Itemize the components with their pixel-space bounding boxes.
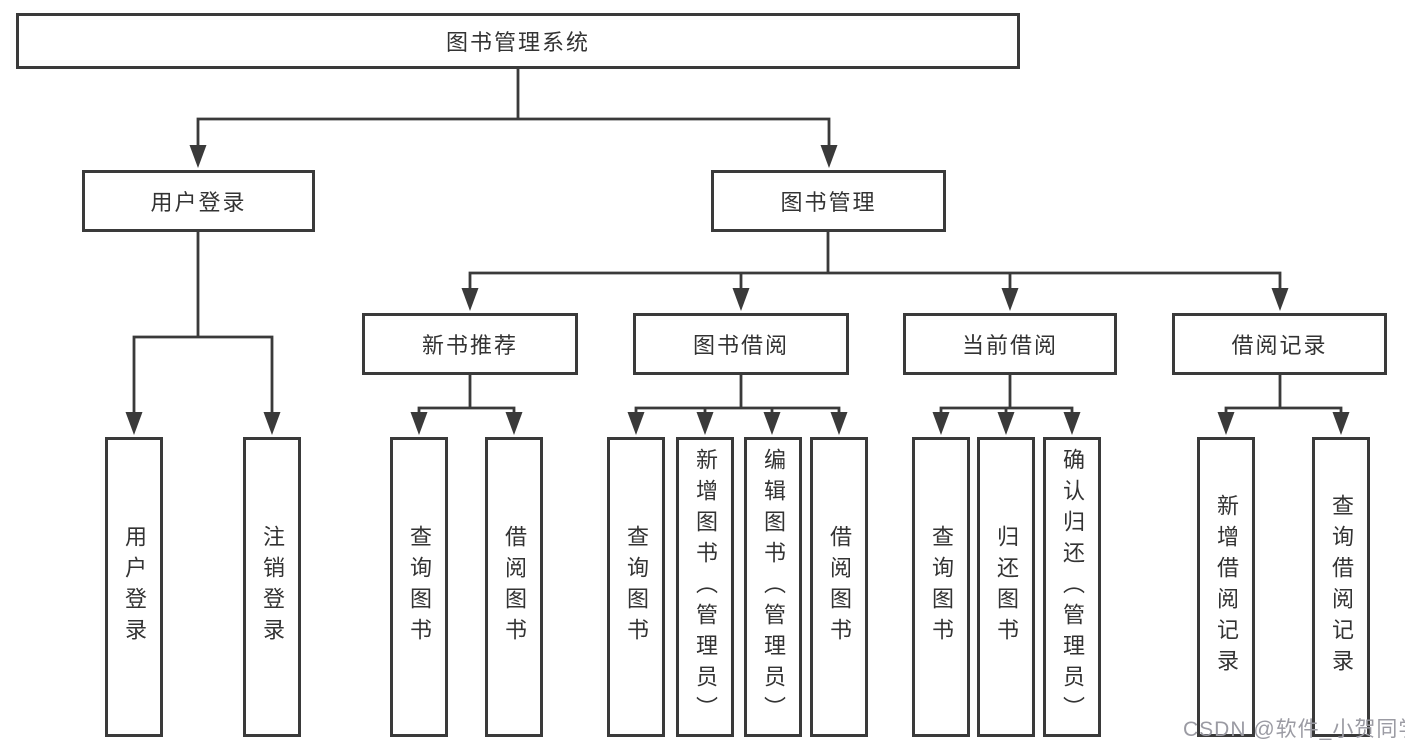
leaf-confirm-return-admin: 确认归还（管理员） [1043, 437, 1101, 737]
node-borrow-records: 借阅记录 [1172, 313, 1387, 375]
arrowhead-icon [189, 145, 207, 168]
leaf-label: 查询图书 [624, 525, 649, 649]
node-label: 用户登录 [150, 190, 247, 215]
arrowhead-icon [997, 412, 1015, 435]
leaf-user-login: 用户登录 [105, 437, 163, 737]
leaf-query-books-borrow: 查询图书 [607, 437, 665, 737]
arrowhead-icon [1001, 288, 1019, 311]
arrowhead-icon [1063, 412, 1081, 435]
arrowhead-icon [732, 288, 750, 311]
node-current-borrow: 当前借阅 [903, 313, 1117, 375]
arrowhead-icon [505, 412, 523, 435]
leaf-edit-books-admin: 编辑图书（管理员） [744, 437, 802, 737]
leaf-label: 新增借阅记录 [1214, 494, 1239, 680]
leaf-query-books-recommend: 查询图书 [390, 437, 448, 737]
node-label: 图书管理系统 [445, 30, 590, 55]
leaf-label: 借阅图书 [502, 525, 527, 649]
arrowhead-icon [1332, 412, 1350, 435]
leaf-label: 归还图书 [994, 525, 1019, 649]
arrowhead-icon [1271, 288, 1289, 311]
leaf-return-books: 归还图书 [977, 437, 1035, 737]
arrowhead-icon [932, 412, 950, 435]
arrowhead-icon [763, 412, 781, 435]
arrowhead-icon [627, 412, 645, 435]
node-label: 借阅记录 [1231, 333, 1328, 358]
leaf-logout-login: 注销登录 [243, 437, 301, 737]
node-label: 当前借阅 [961, 333, 1058, 358]
arrowhead-icon [1217, 412, 1235, 435]
leaf-label: 借阅图书 [827, 525, 852, 649]
arrowhead-icon [696, 412, 714, 435]
leaf-query-books-current: 查询图书 [912, 437, 970, 737]
leaf-label: 查询图书 [407, 525, 432, 649]
arrowhead-icon [461, 288, 479, 311]
leaf-borrow-books-recommend: 借阅图书 [485, 437, 543, 737]
arrowhead-icon [830, 412, 848, 435]
node-label: 图书管理 [780, 190, 877, 215]
csdn-watermark: CSDN @软件_小贺同学 [1183, 718, 1405, 741]
leaf-label: 用户登录 [122, 525, 147, 649]
node-root-library-system: 图书管理系统 [16, 13, 1020, 69]
leaf-query-borrow-record: 查询借阅记录 [1312, 437, 1370, 737]
leaf-label: 编辑图书（管理员） [761, 447, 786, 727]
arrowhead-icon [410, 412, 428, 435]
node-label: 图书借阅 [692, 333, 789, 358]
leaf-add-borrow-record: 新增借阅记录 [1197, 437, 1255, 737]
leaf-borrow-books: 借阅图书 [810, 437, 868, 737]
node-label: 新书推荐 [421, 333, 518, 358]
arrowhead-icon [125, 412, 143, 435]
leaf-label: 查询借阅记录 [1329, 494, 1354, 680]
leaf-label: 新增图书（管理员） [693, 447, 718, 727]
node-new-book-recommend: 新书推荐 [362, 313, 578, 375]
arrowhead-icon [820, 145, 838, 168]
node-book-borrow: 图书借阅 [633, 313, 849, 375]
node-user-login: 用户登录 [82, 170, 315, 232]
leaf-add-books-admin: 新增图书（管理员） [676, 437, 734, 737]
arrowhead-icon [263, 412, 281, 435]
leaf-label: 注销登录 [260, 525, 285, 649]
leaf-label: 确认归还（管理员） [1060, 447, 1085, 727]
node-book-management: 图书管理 [711, 170, 946, 232]
leaf-label: 查询图书 [929, 525, 954, 649]
